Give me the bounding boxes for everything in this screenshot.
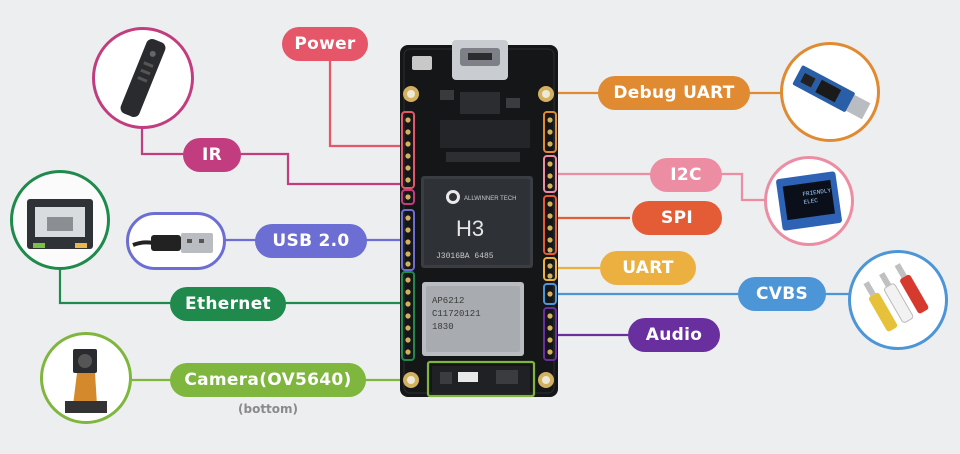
reset-button <box>412 56 432 70</box>
allwinner-logo <box>446 190 460 204</box>
wifi-text-3: 1830 <box>432 322 454 332</box>
label-ir: IR <box>183 138 241 172</box>
label-i2c: I2C <box>650 158 722 192</box>
camera-icon <box>65 349 107 413</box>
left-header-pins <box>401 111 415 361</box>
camera-module-image <box>40 332 132 424</box>
nanopi-board <box>400 40 558 398</box>
wifi-text-2: C11720121 <box>432 309 481 319</box>
ethernet-jack-image <box>10 170 110 270</box>
ir-remote-image <box>92 27 194 129</box>
label-uart: UART <box>600 251 696 285</box>
camera-connector <box>426 360 536 398</box>
label-camera: Camera(OV5640) <box>170 363 366 397</box>
label-audio: Audio <box>628 318 720 352</box>
oled-display-image: FRIENDLY ELEC <box>764 156 854 246</box>
chip-name: H3 <box>456 216 484 241</box>
usb-uart-adapter-image <box>780 42 880 142</box>
rca-cable-image <box>848 250 948 350</box>
i2c-line <box>552 172 766 202</box>
ethernet-port-icon <box>27 199 93 249</box>
label-ethernet: Ethernet <box>170 287 286 321</box>
label-cvbs: CVBS <box>738 277 826 311</box>
ir-line <box>140 128 408 186</box>
usb-plug-icon <box>132 233 213 253</box>
usb-cable-image <box>126 212 226 270</box>
camera-bottom-note: (bottom) <box>238 402 299 416</box>
usb-uart-icon <box>792 65 871 120</box>
rca-plugs-icon <box>863 263 929 332</box>
ir-remote-icon <box>120 38 166 118</box>
label-spi: SPI <box>632 201 722 235</box>
oled-icon <box>776 171 842 231</box>
chip-code: J3016BA 6485 <box>436 252 494 261</box>
right-header-pins <box>543 111 557 361</box>
label-usb: USB 2.0 <box>255 224 367 258</box>
wifi-text-1: AP6212 <box>432 296 464 306</box>
chip-logo-text: ALLWINNER TECH <box>464 196 516 202</box>
label-power: Power <box>282 27 368 61</box>
label-debug-uart: Debug UART <box>598 76 750 110</box>
